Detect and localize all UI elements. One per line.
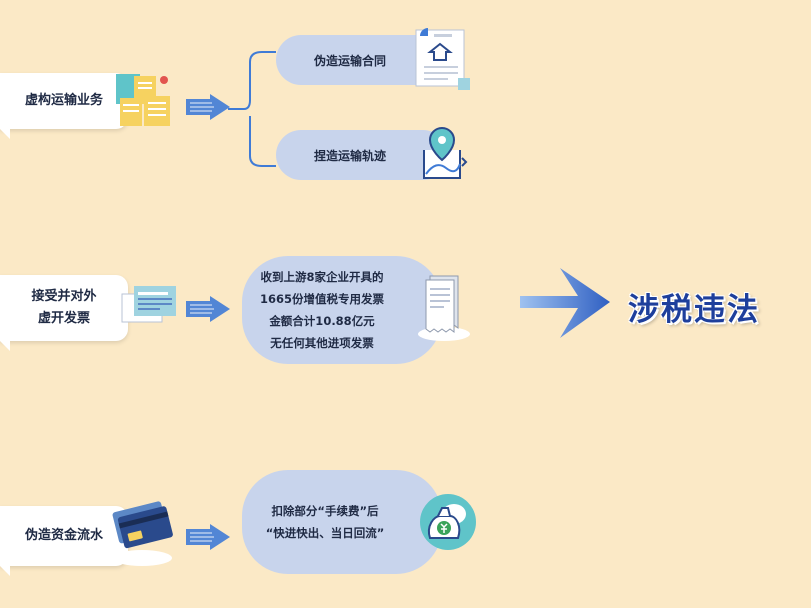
- detail-line: 1665份增值税专用发票: [259, 292, 384, 306]
- branch-label: 伪造运输合同: [314, 53, 387, 68]
- source-label-line: 虚开发票: [37, 311, 90, 326]
- detail-fees: 扣除部分“手续费”后 “快进快出、当日回流”: [242, 470, 442, 574]
- big-flow-arrow: [520, 268, 610, 338]
- money-bag-icon: [420, 494, 476, 550]
- detail-line: 金额合计10.88亿元: [269, 314, 375, 328]
- documents-icon: [116, 74, 170, 126]
- detail-line: 扣除部分“手续费”后: [271, 504, 379, 518]
- branch-bracket: [228, 51, 276, 167]
- source-label-line: 接受并对外: [31, 289, 97, 304]
- contract-icon: [415, 28, 470, 90]
- flow-arrow: [186, 94, 230, 120]
- result-title: 涉税违法: [628, 292, 760, 328]
- detail-line: 无任何其他进项发票: [270, 336, 374, 350]
- source-label: 虚构运输业务: [24, 93, 103, 108]
- flow-arrow: [186, 296, 230, 322]
- source-label: 伪造资金流水: [24, 528, 103, 543]
- flow-arrow: [186, 524, 230, 550]
- detail-invoices: 收到上游8家企业开具的 1665份增值税专用发票 金额合计10.88亿元 无任何…: [242, 256, 442, 364]
- detail-line: 收到上游8家企业开具的: [260, 270, 384, 284]
- branch-label: 捏造运输轨迹: [314, 148, 387, 163]
- invoice-icon: [121, 286, 176, 323]
- detail-line: “快进快出、当日回流”: [265, 526, 385, 540]
- source-box-forge-cashflow: 伪造资金流水: [0, 506, 128, 576]
- source-box-fictitious-transport: 虚构运输业务: [0, 73, 128, 139]
- receipt-icon: [418, 275, 470, 341]
- bank-card-icon: [112, 501, 173, 566]
- branch-fabricate-track: 捏造运输轨迹: [276, 130, 448, 180]
- source-box-false-invoices: 接受并对外 虚开发票: [0, 275, 128, 351]
- map-pin-icon: [423, 126, 468, 179]
